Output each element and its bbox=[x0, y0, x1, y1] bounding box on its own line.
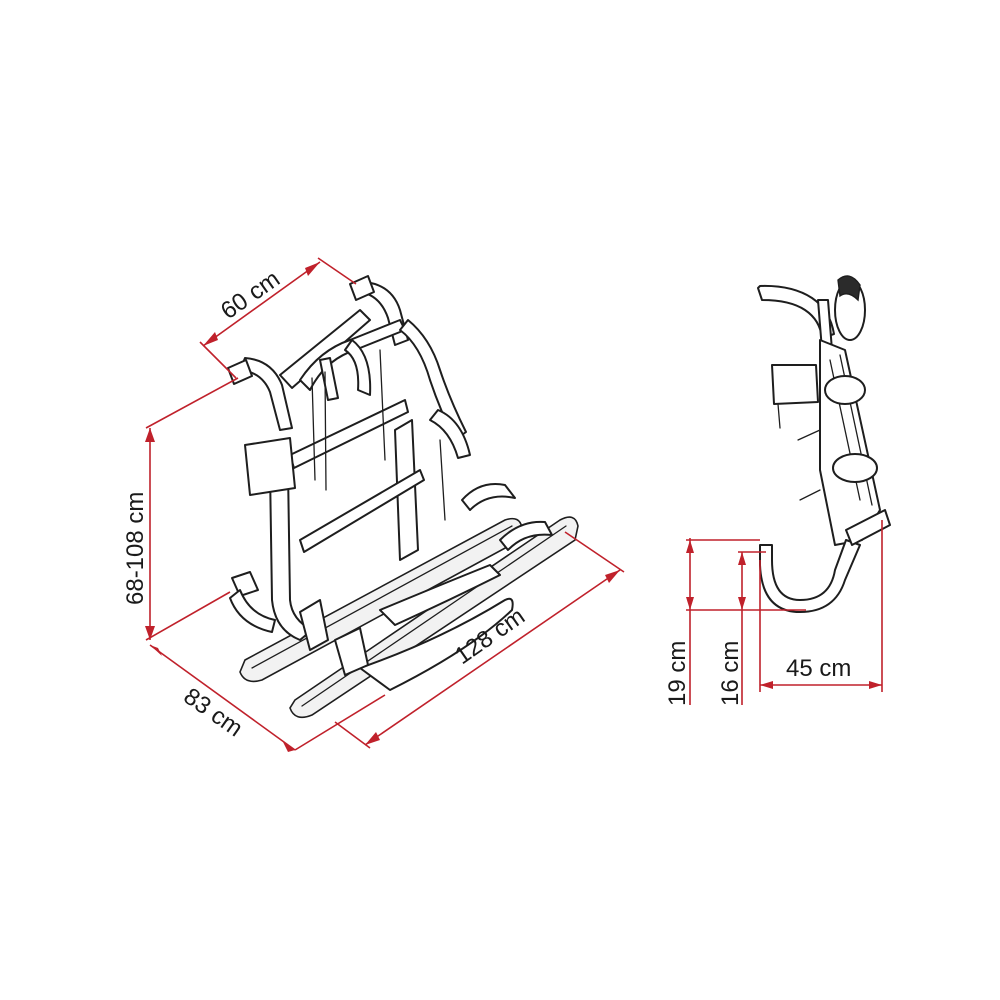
label-side-45: 45 cm bbox=[786, 655, 851, 682]
label-height-range: 68-108 cm bbox=[122, 492, 149, 605]
side-lamp-housing bbox=[771, 364, 819, 405]
lamp-housing bbox=[244, 437, 296, 496]
bike-rack-perspective-view bbox=[227, 275, 579, 719]
label-side-16: 16 cm bbox=[717, 641, 744, 706]
label-side-19: 19 cm bbox=[664, 641, 691, 706]
side-lower-hook bbox=[759, 539, 861, 613]
dimension-lines bbox=[145, 257, 883, 752]
label-depth: 83 cm bbox=[179, 683, 248, 743]
bike-rack-side-view bbox=[757, 275, 891, 613]
frame-top-arm bbox=[239, 357, 293, 431]
